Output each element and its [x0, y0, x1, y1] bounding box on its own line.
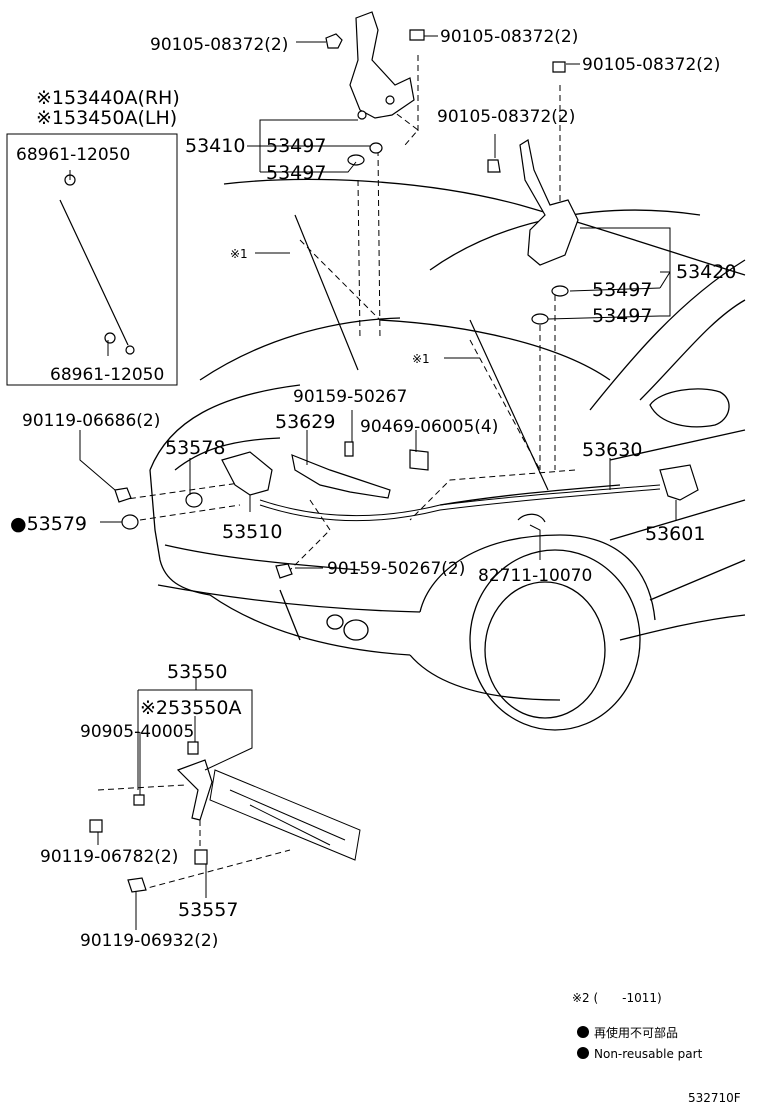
label-stay-marker-2: ※1 — [412, 352, 430, 366]
hinge-rh-part — [519, 139, 579, 266]
label-bolt-lock: 90119-06686(2) — [22, 411, 160, 431]
label-lock-screw: 90159-50267 — [293, 387, 407, 407]
label-support-bolt-a: 90119-06782(2) — [40, 847, 178, 867]
label-release-cable: 53630 — [582, 439, 642, 461]
legend-footnote: ※2 ( -1011) — [572, 991, 662, 1005]
label-support-assy: 53550 — [167, 661, 227, 683]
label-lock-cushion: 53578 — [165, 437, 225, 459]
label-support-sub: ※253550A — [140, 697, 241, 719]
label-cushion-non-reusable: ●53579 — [10, 513, 87, 535]
legend-non-reusable-en: Non-reusable part — [594, 1047, 703, 1061]
bolt-glyphs — [89, 29, 566, 893]
label-lock-bracket: 53629 — [275, 411, 335, 433]
label-bolt-right-hinge: 90105-08372(2) — [437, 107, 575, 127]
diagram-code: 532710F — [688, 1091, 741, 1105]
label-bottom-screw: 90159-50267(2) — [327, 559, 465, 579]
label-bolt-top-right: 90105-08372(2) — [582, 55, 720, 75]
label-bolt-top-left: 90105-08372(2) — [150, 35, 288, 55]
label-release-lever: 53601 — [645, 523, 705, 545]
legend-non-reusable-jp: 再使用不可部品 — [594, 1025, 678, 1040]
label-stay-lh: ※153450A(LH) — [36, 107, 177, 129]
label-hinge-lh-washer-b: 53497 — [266, 162, 326, 184]
label-hinge-lh-assy: 53410 — [185, 135, 245, 157]
label-stay-clip-top: 68961-12050 — [16, 145, 130, 165]
support-group-bracket — [137, 689, 253, 790]
hood-lock-parts — [121, 441, 699, 530]
part-labels: 90105-08372(2) 90105-08372(2) 90105-0837… — [10, 27, 736, 951]
stay-detail-frame — [6, 133, 178, 386]
car-body-outline — [149, 178, 746, 731]
hood-stays — [59, 174, 549, 491]
label-hinge-rh-assy: 53420 — [676, 261, 736, 283]
label-hinge-rh-washer-b: 53497 — [592, 305, 652, 327]
label-support-bolt-b: 90119-06932(2) — [80, 931, 218, 951]
label-clip-cable: 90469-06005(4) — [360, 417, 498, 437]
label-hinge-rh-washer-a: 53497 — [592, 279, 652, 301]
legend-bullet-jp — [577, 1026, 589, 1038]
label-stay-clip-bottom: 68961-12050 — [50, 365, 164, 385]
release-cable — [259, 484, 661, 522]
legend: ※2 ( -1011) 再使用不可部品 Non-reusable part 53… — [572, 991, 741, 1105]
leader-lines — [69, 35, 677, 930]
label-cable-clip: 82711-10070 — [478, 566, 592, 586]
label-bolt-top-mid: 90105-08372(2) — [440, 27, 578, 47]
label-hood-lock: 53510 — [222, 521, 282, 543]
label-stay-marker-1: ※1 — [230, 247, 248, 261]
label-hinge-lh-washer-a: 53497 — [266, 135, 326, 157]
hinge-lh-part — [349, 11, 415, 120]
label-support-bushing: 90905-40005 — [80, 722, 194, 742]
support-parts — [133, 741, 361, 865]
label-stay-rh: ※153440A(RH) — [36, 87, 180, 109]
legend-bullet-en — [577, 1047, 589, 1059]
washer-glyphs — [347, 142, 569, 325]
label-support-stay: 53557 — [178, 899, 238, 921]
